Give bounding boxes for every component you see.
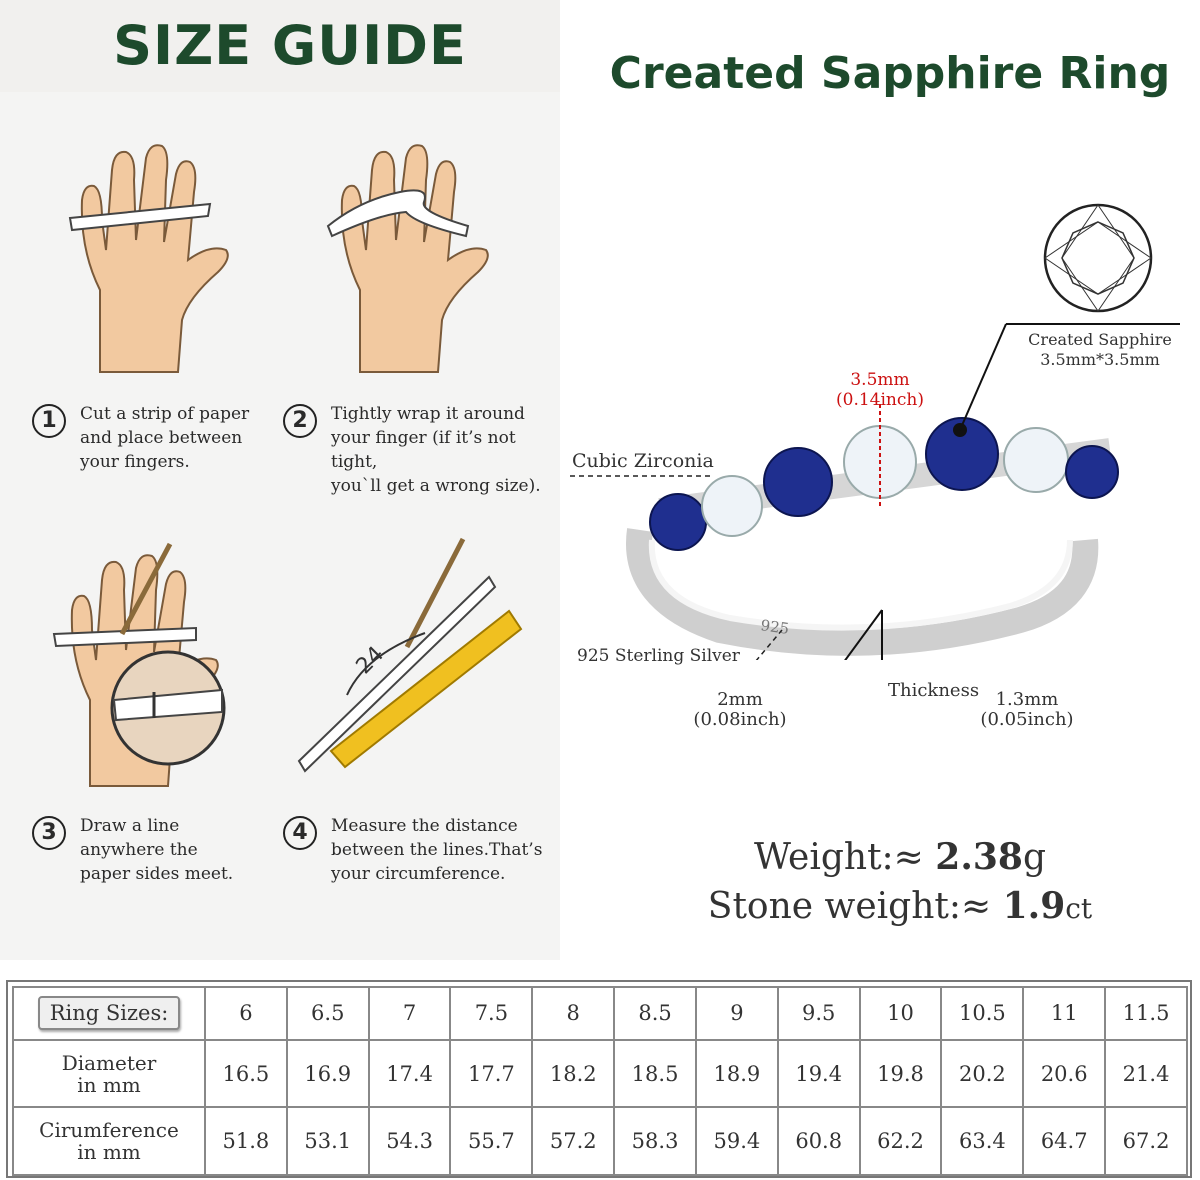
weight-label: Weight:≈: [753, 837, 936, 878]
stone-size-inch: (0.14inch): [836, 390, 924, 410]
step-3-number: 3: [32, 816, 66, 850]
diameter-cell: 16.9: [285, 1038, 370, 1109]
step-4-number: 4: [283, 816, 317, 850]
diameter-cell: 16.5: [204, 1038, 288, 1109]
hallmark-label: 925: [759, 616, 790, 638]
size-cell: 6: [204, 986, 288, 1041]
size-cell: 8: [531, 986, 616, 1041]
circumference-cell: 51.8: [204, 1106, 288, 1176]
size-guide-title: SIZE GUIDE: [113, 14, 467, 77]
weight-line: Weight:≈ 2.38g: [700, 836, 1100, 878]
diameter-cell: 18.5: [613, 1038, 697, 1109]
ruler-illustration: 24: [297, 537, 523, 773]
stone-weight-value: 1.9: [1002, 885, 1066, 927]
ring-illustration: 925: [570, 323, 1180, 660]
size-cell: 10: [858, 986, 943, 1041]
circumference-cell: 64.7: [1022, 1106, 1107, 1176]
diameter-cell: 18.2: [531, 1038, 616, 1109]
circumference-cell: 57.2: [531, 1106, 616, 1176]
hand-strip-illustration: [68, 144, 229, 373]
gem-facet-icon: [1043, 203, 1153, 313]
diameter-cell: 19.8: [858, 1038, 943, 1109]
created-sapphire-name: Created Sapphire: [1028, 330, 1172, 349]
weight-unit: g: [1022, 837, 1047, 878]
circumference-cell: 59.4: [694, 1106, 779, 1176]
step-2: 2 Tightly wrap it around your finger (if…: [283, 402, 563, 496]
step-3-text: Draw a line anywhere the paper sides mee…: [80, 816, 234, 884]
ring-title: Created Sapphire Ring: [609, 48, 1171, 99]
diameter-cell: 20.6: [1022, 1038, 1107, 1109]
band-width-mm: 2mm: [717, 689, 763, 710]
ring-sizes-pill: Ring Sizes:: [37, 996, 181, 1031]
diameter-cell: 18.9: [694, 1038, 779, 1109]
row-header-diameter: Diameter in mm: [12, 1038, 206, 1109]
size-cell: 8.5: [613, 986, 697, 1041]
stone-weight-line: Stone weight:≈ 1.9ct: [650, 885, 1150, 927]
circumference-cell: 54.3: [367, 1106, 452, 1176]
band-width-label: 2mm (0.08inch): [690, 690, 790, 730]
stone-size-mm: 3.5mm: [850, 370, 910, 390]
size-cell: 11.5: [1104, 986, 1188, 1041]
thickness-label: Thickness: [888, 680, 980, 701]
weight-value: 2.38: [935, 836, 1023, 878]
ruler-measure-label: 24: [352, 642, 389, 679]
circumference-cell: 67.2: [1104, 1106, 1188, 1176]
circumference-cell: 53.1: [285, 1106, 370, 1176]
stone-weight-unit: ct: [1065, 892, 1093, 925]
thickness-mm: 1.3mm: [995, 689, 1059, 710]
thickness-value-label: 1.3mm (0.05inch): [972, 690, 1082, 730]
step-1: 1 Cut a strip of paper and place between…: [32, 402, 292, 482]
band-width-inch: (0.08inch): [693, 709, 787, 730]
step-4: 4 Measure the distance between the lines…: [283, 814, 563, 894]
created-sapphire-label: Created Sapphire 3.5mm*3.5mm: [1020, 330, 1180, 370]
cubic-zirconia-label: Cubic Zirconia: [572, 450, 714, 472]
size-cell: 11: [1022, 986, 1107, 1041]
step-1-text: Cut a strip of paper and place between y…: [80, 404, 250, 472]
size-guide-header: [0, 0, 560, 92]
hand-wrap-illustration: [326, 144, 489, 373]
diameter-cell: 17.4: [367, 1038, 452, 1109]
circumference-cell: 63.4: [940, 1106, 1025, 1176]
size-guide-panel: [0, 0, 560, 960]
size-cell: 7: [367, 986, 452, 1041]
diameter-cell: 19.4: [776, 1038, 861, 1109]
sterling-silver-label: 925 Sterling Silver: [577, 646, 740, 666]
step-2-text: Tightly wrap it around your finger (if i…: [331, 404, 541, 496]
step-3: 3 Draw a line anywhere the paper sides m…: [32, 814, 292, 894]
thickness-inch: (0.05inch): [980, 709, 1074, 730]
hand-draw-illustration: [52, 542, 226, 787]
step-4-text: Measure the distance between the lines.T…: [331, 816, 543, 884]
size-cell: 9.5: [776, 986, 861, 1041]
circumference-cell: 55.7: [449, 1106, 534, 1176]
row-header-circumference: Cirumference in mm: [12, 1106, 206, 1176]
size-cell: 6.5: [285, 986, 370, 1041]
circumference-cell: 62.2: [858, 1106, 943, 1176]
step-1-number: 1: [32, 404, 66, 438]
row-header-sizes: Ring Sizes:: [12, 986, 206, 1041]
diameter-cell: 17.7: [449, 1038, 534, 1109]
circumference-cell: 58.3: [613, 1106, 697, 1176]
circumference-cell: 60.8: [776, 1106, 861, 1176]
diameter-cell: 20.2: [940, 1038, 1025, 1109]
size-cell: 9: [694, 986, 779, 1041]
size-cell: 10.5: [940, 986, 1025, 1041]
diameter-cell: 21.4: [1104, 1038, 1188, 1109]
stone-size-label: 3.5mm (0.14inch): [820, 370, 940, 410]
stone-weight-label: Stone weight:≈: [707, 886, 1003, 927]
size-table-frame: [6, 980, 1192, 1178]
created-sapphire-dim: 3.5mm*3.5mm: [1040, 350, 1160, 369]
step-2-number: 2: [283, 404, 317, 438]
size-cell: 7.5: [449, 986, 534, 1041]
